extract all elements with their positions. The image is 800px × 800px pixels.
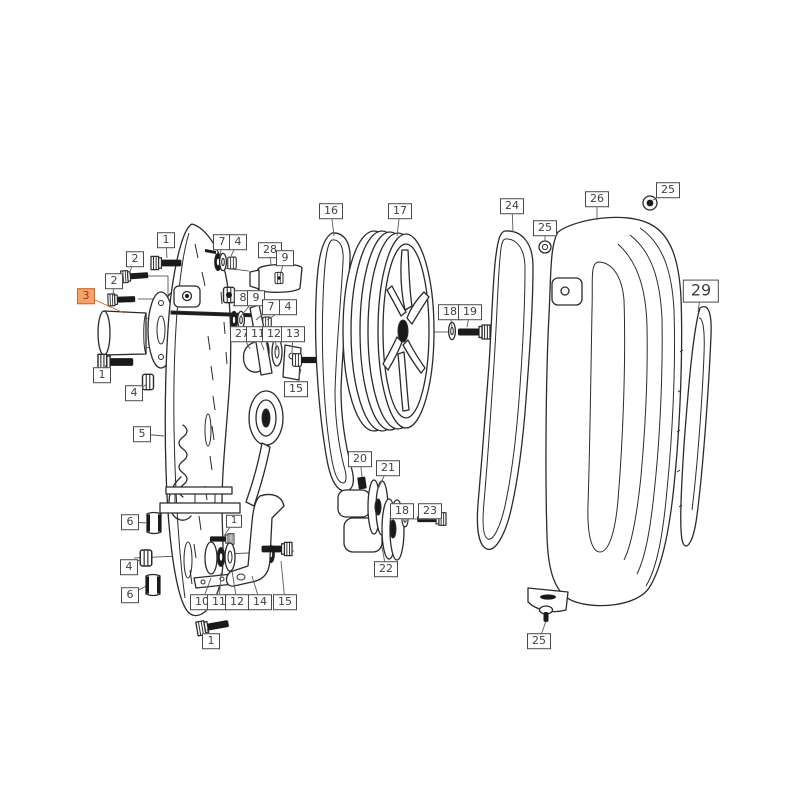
part-label-1[interactable]: 1	[226, 514, 242, 528]
idler-arm-and-pulley	[245, 304, 284, 507]
part-label-4[interactable]: 4	[229, 234, 247, 250]
part-label-15[interactable]: 15	[273, 594, 297, 610]
part-label-6[interactable]: 6	[121, 587, 139, 603]
part-label-2[interactable]: 2	[105, 273, 123, 289]
part-label-17[interactable]: 17	[388, 203, 412, 219]
part-label-14[interactable]: 14	[248, 594, 272, 610]
part-label-16[interactable]: 16	[319, 203, 343, 219]
part-label-25[interactable]: 25	[656, 182, 680, 198]
part-label-15[interactable]: 15	[284, 381, 308, 397]
part-26-belt-cover	[527, 216, 683, 613]
part-label-5[interactable]: 5	[133, 426, 151, 442]
part-label-25[interactable]: 25	[527, 633, 551, 649]
part-3-spacer-cylinder	[97, 310, 147, 356]
part-label-21[interactable]: 21	[376, 460, 400, 476]
part-label-23[interactable]: 23	[418, 503, 442, 519]
part-label-22[interactable]: 22	[374, 561, 398, 577]
part-label-26[interactable]: 26	[585, 191, 609, 207]
part-label-2[interactable]: 2	[126, 251, 144, 267]
part-label-7[interactable]: 7	[262, 299, 280, 315]
fan-bolt	[447, 321, 491, 341]
bottom-hub-assembly	[193, 493, 293, 637]
part-label-6[interactable]: 6	[121, 514, 139, 530]
part-label-24[interactable]: 24	[500, 198, 524, 214]
part-label-4[interactable]: 4	[279, 299, 297, 315]
part-label-13[interactable]: 13	[281, 326, 305, 342]
part-label-4[interactable]: 4	[125, 385, 143, 401]
part-20-key	[357, 476, 367, 490]
part-label-12[interactable]: 12	[225, 594, 249, 610]
part-label-19[interactable]: 19	[458, 304, 482, 320]
part-28-bracket	[249, 263, 303, 293]
part-24-belt	[476, 230, 534, 550]
part-label-3-highlighted[interactable]: 3	[77, 288, 95, 304]
spacers-and-nut	[139, 511, 162, 597]
part-label-4[interactable]: 4	[120, 559, 138, 575]
fan-blades	[382, 249, 430, 412]
part-label-1[interactable]: 1	[157, 232, 175, 248]
part-label-9[interactable]: 9	[276, 250, 294, 266]
part-5-main-plate	[159, 223, 258, 617]
part-label-1[interactable]: 1	[202, 633, 220, 649]
part-label-29[interactable]: 29	[682, 279, 720, 303]
part-label-1[interactable]: 1	[93, 367, 111, 383]
part-17-fan-pulley	[342, 230, 435, 432]
part-29-guard	[676, 306, 712, 547]
cover-fasteners-25	[538, 195, 658, 622]
part-label-20[interactable]: 20	[348, 451, 372, 467]
part-label-25[interactable]: 25	[533, 220, 557, 236]
part-label-18[interactable]: 18	[390, 503, 414, 519]
spring	[178, 424, 188, 498]
part-14-bracket	[225, 493, 285, 587]
pivot-and-washers	[222, 286, 272, 332]
part-label-9[interactable]: 9	[247, 290, 265, 306]
